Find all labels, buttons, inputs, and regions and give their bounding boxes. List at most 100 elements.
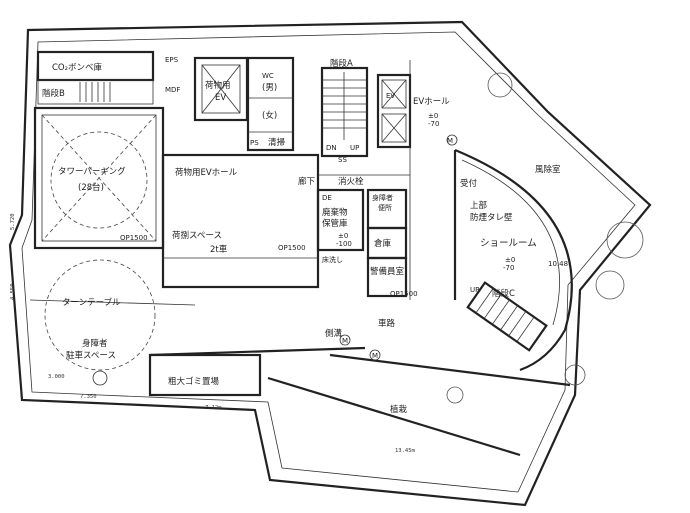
disabled-wc-label: 身障者 — [372, 193, 393, 202]
cargo-ev-hall-label: 荷物用EVホール — [175, 167, 238, 178]
op-label-1: OP1500 — [120, 234, 148, 242]
dim-bottom-right: 13.45m — [395, 448, 416, 454]
disabled-parking-label: 身障者 — [82, 338, 108, 349]
tower-diag-2 — [41, 114, 157, 242]
drive-edge-2 — [267, 376, 521, 457]
tower-parking-label: タワーパーキング — [58, 166, 126, 177]
stair-b-label: 階段B — [42, 88, 65, 99]
ev-shaft — [376, 73, 412, 149]
ev-car-1 — [381, 79, 407, 109]
cleaning-label: 清掃 — [268, 137, 286, 148]
stair-b-outline — [37, 79, 154, 105]
building-outline — [8, 20, 652, 507]
cargo-ev-x2 — [201, 64, 241, 114]
disabled-wc-sub: 便所 — [378, 203, 392, 212]
turntable-circle — [44, 259, 156, 371]
wc-female-label: (女) — [262, 110, 277, 121]
tree-4 — [487, 72, 513, 98]
turntable-axis — [29, 299, 196, 306]
wc-block — [246, 56, 295, 152]
storage-label: 倉庫 — [374, 238, 392, 249]
wc-tag: WC — [262, 72, 274, 80]
floor-wash-label: 床洗し — [322, 255, 343, 264]
ev-hall-level2: -70 — [428, 120, 439, 128]
dim-left-vertical2: 4.550 — [10, 283, 16, 300]
up-label: UP — [350, 144, 359, 152]
showroom-label: ショールーム — [480, 238, 537, 249]
turntable-label: ターンテーブル — [62, 297, 121, 308]
wheelchair-icon — [92, 370, 108, 386]
op-label-3: OP1500 — [390, 290, 418, 298]
showroom-arc — [454, 148, 573, 372]
dim-bottom-2: 7.12m — [205, 405, 222, 411]
dn-label: DN — [326, 144, 337, 152]
upper-fire-label: 上部 — [470, 200, 488, 211]
cargo-ev-car — [201, 64, 241, 114]
stair-a-treads — [322, 72, 367, 140]
waste-level2: -100 — [336, 240, 352, 248]
side-ditch-label: 側溝 — [325, 328, 343, 339]
showroom-arc-inner — [461, 159, 560, 326]
upper-fire-sub: 防煙タレ壁 — [470, 212, 513, 223]
tower-turn-circle — [50, 131, 148, 229]
waste-label: 廃棄物 — [322, 207, 348, 218]
wc-male-label: (男) — [262, 83, 277, 93]
bulky-garbage-box — [148, 353, 262, 397]
reception-label: 受付 — [460, 178, 478, 189]
waste-level: ±0 — [338, 232, 348, 240]
ev2-x2 — [381, 113, 407, 143]
stair-b-treads — [79, 82, 111, 102]
tree-2 — [595, 270, 625, 300]
up-label-2: UP — [470, 286, 479, 294]
showroom-level2: -70 — [503, 264, 514, 272]
m-mark-3 — [369, 349, 381, 361]
loading-label: 荷捌スペース — [172, 230, 222, 241]
guard-room — [366, 256, 408, 298]
bulky-garbage-label: 粗大ゴミ置場 — [168, 376, 220, 387]
m-mark-2-label: M — [342, 337, 348, 345]
dim-bottom-3: 3.000 — [48, 374, 65, 380]
m-mark-3-label: M — [372, 352, 378, 360]
hydrant-label: 消火栓 — [338, 176, 364, 187]
eps-label: EPS — [165, 56, 179, 64]
drive-edge-1 — [149, 346, 366, 357]
tower-parking-inner — [41, 114, 157, 242]
dim-left-vertical: 5.720 — [10, 213, 16, 230]
co2-room-label: CO₂ボンベ庫 — [52, 62, 103, 73]
drive-edge-3 — [329, 353, 571, 387]
tree-5 — [446, 386, 464, 404]
cargo-ev-label: 荷物用 — [205, 80, 231, 91]
waste-room — [316, 188, 365, 252]
dim-bottom-1: 7.350 — [80, 394, 97, 400]
driveway-label: 車路 — [378, 318, 396, 329]
loading-sub: 2t車 — [210, 244, 228, 255]
inner-outline — [21, 31, 636, 493]
showroom-level: ±0 — [505, 256, 515, 264]
m-mark-2 — [339, 334, 351, 346]
stair-a-label: 階段A — [330, 58, 353, 69]
disabled-parking-sub: 駐車スペース — [66, 350, 116, 361]
guard-label: 警備員室 — [370, 266, 405, 277]
stair-c — [466, 281, 548, 352]
op-label-2: OP1500 — [278, 244, 306, 252]
corridor-label: 廊下 — [298, 176, 316, 187]
cargo-ev-sub: EV — [215, 93, 226, 103]
ev-hall-level: ±0 — [428, 112, 438, 120]
ev-car-label: EV — [386, 92, 395, 100]
tree-3 — [564, 364, 586, 386]
planting-label: 植栽 — [390, 404, 408, 415]
stair-a-level: SS — [338, 156, 347, 164]
ps-label: PS — [250, 139, 259, 147]
mdf-label: MDF — [165, 86, 180, 94]
m-mark-1-label: M — [447, 137, 453, 145]
tower-parking-sub: (28台) — [78, 182, 104, 193]
waste-sub: 保管庫 — [322, 218, 348, 229]
m-mark-1 — [446, 134, 458, 146]
de-label: DE — [322, 194, 332, 202]
tree-1 — [606, 221, 644, 259]
ev-car-2 — [381, 113, 407, 143]
ev1-x2 — [381, 79, 407, 109]
windbreak-label: 風除室 — [535, 164, 561, 175]
showroom-dim: 10.48 — [548, 260, 568, 268]
